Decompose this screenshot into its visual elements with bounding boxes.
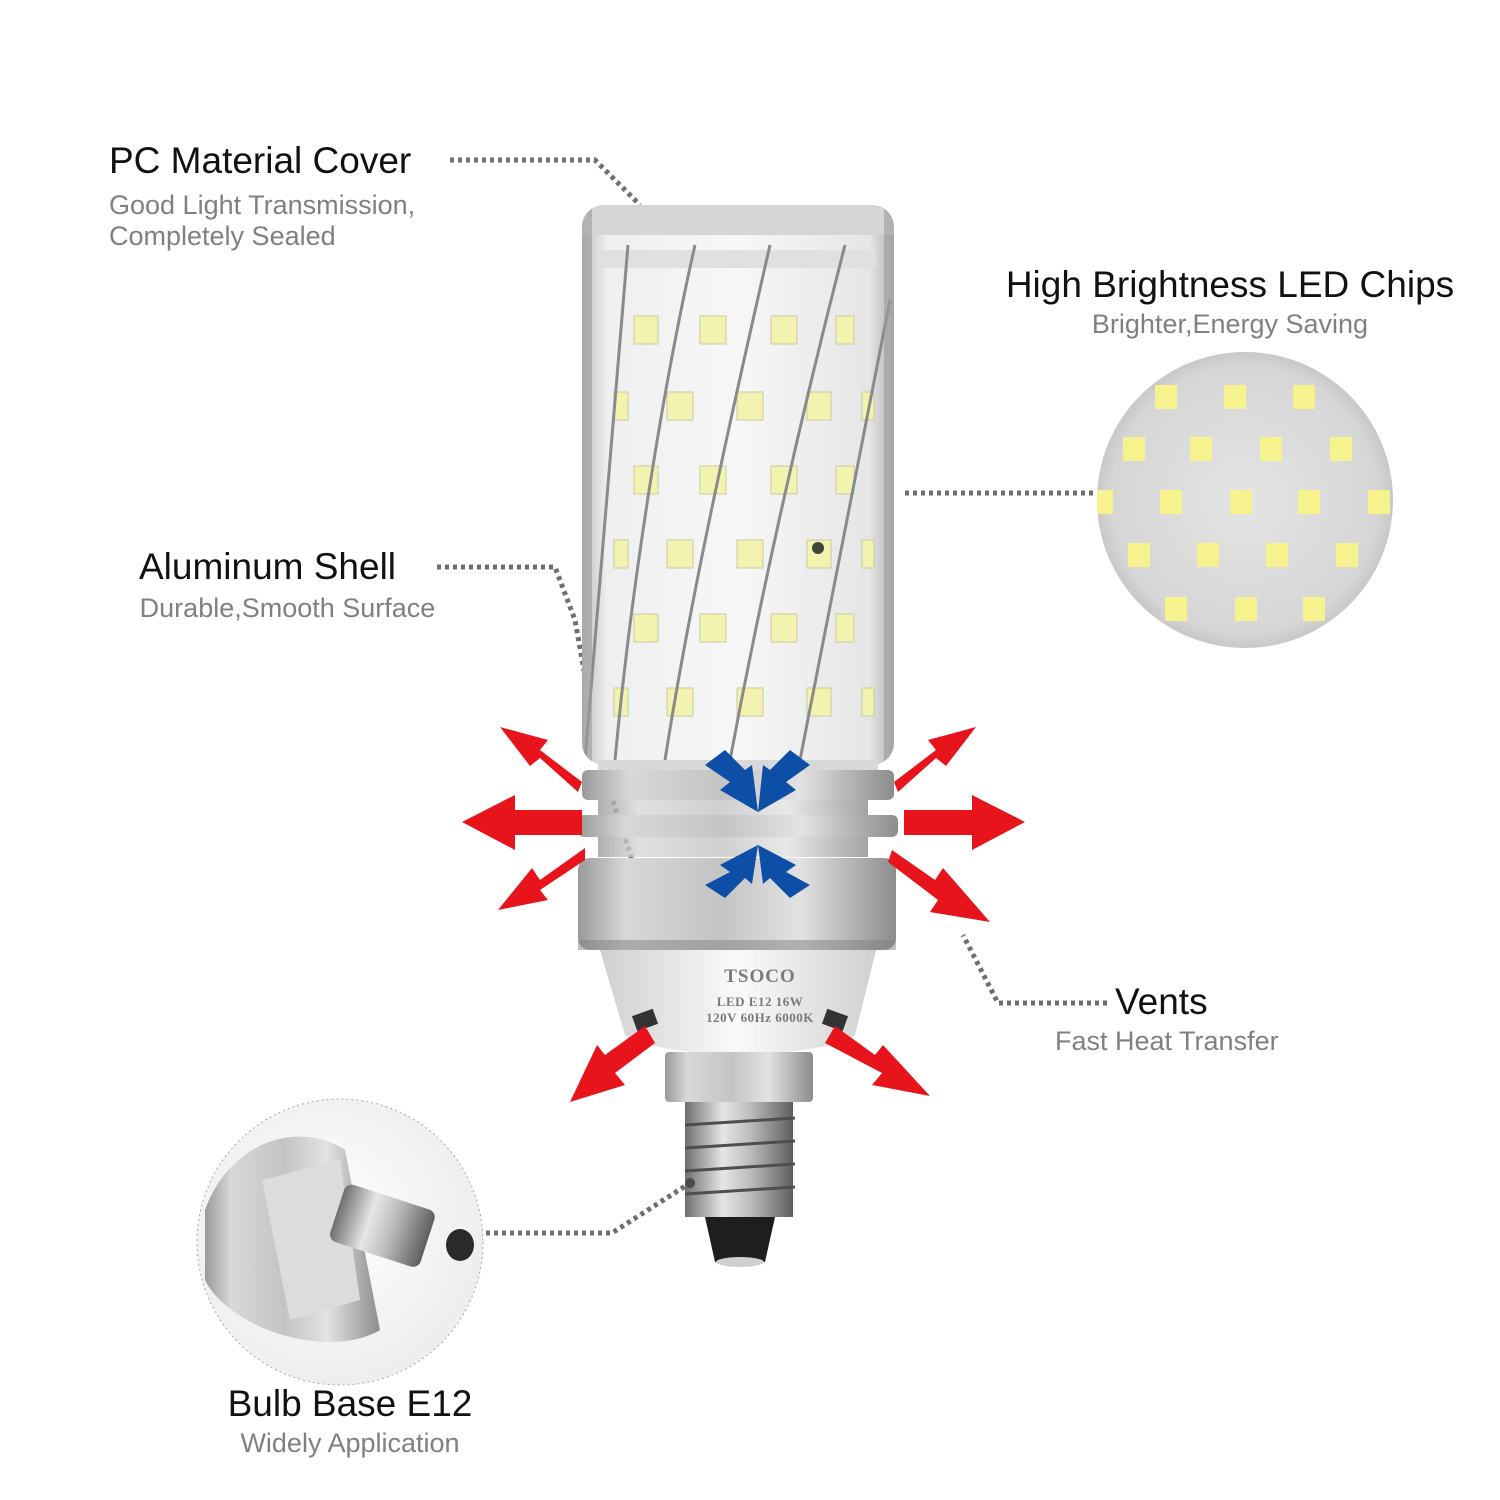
callout-subtitle-line2: Completely Sealed: [109, 221, 336, 252]
callout-title: Aluminum Shell: [138, 546, 397, 587]
heat-arrows: [462, 727, 1025, 1102]
callout-bulb-base: Bulb Base E12 Widely Application: [195, 1385, 505, 1459]
callout-subtitle: Durable,Smooth Surface: [139, 593, 436, 623]
callout-title: Bulb Base E12: [227, 1383, 473, 1424]
callout-subtitle: Fast Heat Transfer: [1055, 1026, 1279, 1056]
callout-aluminum-shell: Aluminum Shell Durable,Smooth Surface: [110, 548, 465, 624]
bulb-label: TSOCO LED E12 16W 120V 60Hz 6000K: [660, 966, 860, 1026]
spec-line-2: 120V 60Hz 6000K: [706, 1010, 814, 1025]
air-arrows: [705, 750, 810, 898]
callout-title: PC Material Cover: [109, 140, 412, 181]
callout-led-chips: High Brightness LED Chips Brighter,Energ…: [980, 266, 1480, 340]
brand-name: TSOCO: [724, 966, 796, 987]
callout-subtitle-line1: Good Light Transmission,: [109, 190, 416, 220]
plastic-collar: [600, 950, 876, 1054]
callout-subtitle: Brighter,Energy Saving: [1091, 309, 1369, 339]
callout-pc-cover: PC Material Cover Good Light Transmissio…: [109, 142, 415, 252]
callout-title: Vents: [1115, 981, 1208, 1022]
callout-subtitle: Widely Application: [240, 1428, 460, 1458]
screw-base: [665, 1052, 813, 1267]
callout-title: High Brightness LED Chips: [1005, 264, 1455, 305]
led-chips-zoom-disc: [1097, 352, 1393, 648]
bulb-base-zoom-disc: [196, 1098, 484, 1386]
callout-vents: Vents Fast Heat Transfer: [1055, 983, 1315, 1057]
spec-line-1: LED E12 16W: [716, 994, 804, 1009]
pc-cover: [582, 205, 894, 765]
